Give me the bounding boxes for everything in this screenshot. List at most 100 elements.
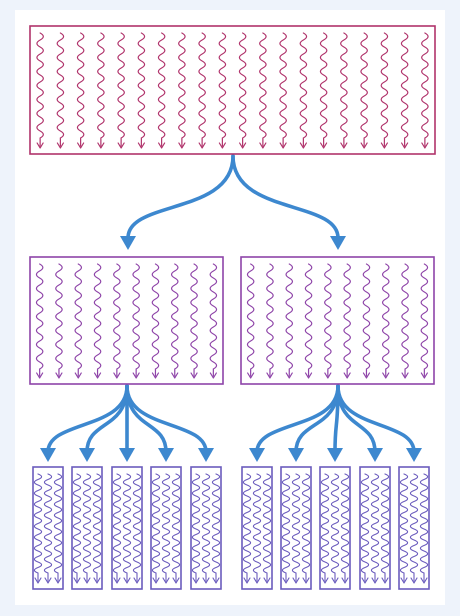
arrowhead-icon [302, 577, 310, 584]
squiggle-line [97, 32, 105, 147]
middle-block-right-frame [240, 256, 435, 385]
arrowhead-icon [266, 372, 274, 379]
squiggle-line [74, 263, 83, 377]
arrowhead-icon [55, 372, 63, 379]
arrowhead-icon [192, 577, 200, 584]
arrowhead-icon [113, 372, 121, 379]
bottom-block-right-frame [398, 466, 430, 590]
arrowhead-icon [151, 372, 160, 379]
arrowhead-icon [54, 577, 62, 584]
connector-arrowhead-icon [288, 448, 304, 462]
bottom-block-right-frame [319, 466, 351, 590]
squiggle-line [161, 473, 171, 582]
arrowhead-icon [93, 372, 102, 379]
squiggle-line [170, 263, 179, 377]
connector-arrowhead-icon [367, 448, 383, 462]
arrowhead-icon [132, 372, 140, 379]
arrowhead-icon [73, 577, 81, 584]
arrowhead-icon [178, 142, 186, 149]
bottom-block-right-frame [280, 466, 312, 590]
squiggle-line [285, 263, 294, 377]
arrowhead-icon [381, 577, 389, 584]
middle-block-left-frame [29, 256, 224, 385]
arrowhead-icon [279, 142, 287, 149]
bottom-block-right-frame [359, 466, 391, 590]
arrowhead-icon [93, 577, 101, 584]
connector-arrowhead-icon [40, 448, 56, 462]
arrowhead-icon [36, 372, 44, 379]
arrowhead-icon [218, 142, 226, 149]
arrowhead-icon [304, 372, 313, 379]
squiggle-line [360, 473, 370, 582]
squiggle-line [370, 473, 380, 582]
squiggle-line [198, 32, 206, 147]
connector-arrowhead-icon [406, 448, 422, 462]
squiggle-line [330, 473, 340, 582]
arrowhead-icon [320, 142, 328, 149]
bottom-block-left [190, 466, 222, 590]
squiggle-line [381, 263, 390, 377]
squiggle-line [246, 263, 255, 377]
squiggle-line [191, 473, 201, 582]
squiggle-line [319, 32, 328, 147]
squiggle-line [92, 473, 102, 582]
connector-arrowhead-icon [79, 448, 95, 462]
squiggle-line [401, 263, 409, 377]
squiggle-line [35, 263, 44, 377]
squiggle-line [76, 32, 85, 147]
arrowhead-icon [74, 372, 82, 379]
connector-arrowhead-icon [120, 236, 136, 250]
arrowhead-icon [113, 577, 121, 584]
squiggle-line [340, 32, 348, 147]
squiggle-line [93, 263, 102, 377]
squiggle-line [399, 473, 409, 582]
arrowhead-icon [371, 577, 379, 584]
squiggle-line [190, 263, 198, 377]
squiggle-line [117, 32, 125, 147]
connector-left-fan [125, 384, 208, 454]
squiggle-line [320, 473, 330, 582]
arrowhead-icon [401, 142, 409, 149]
squiggle-line [362, 263, 371, 377]
arrowhead-icon [420, 372, 428, 379]
arrowhead-icon [117, 142, 125, 149]
arrowhead-icon [243, 577, 251, 584]
arrowhead-icon [360, 142, 368, 149]
bottom-block-left-frame [190, 466, 222, 590]
bottom-block-left [150, 466, 182, 590]
arrowhead-icon [343, 372, 351, 379]
arrowhead-icon [162, 577, 170, 584]
squiggle-line [55, 263, 63, 377]
arrowhead-icon [172, 577, 180, 584]
squiggle-line [343, 263, 351, 377]
middle-block-left [29, 256, 224, 385]
squiggle-line [201, 473, 211, 582]
connector-arrowhead-icon [249, 448, 265, 462]
arrowhead-icon [77, 142, 85, 149]
squiggle-line [281, 473, 291, 582]
arrowhead-icon [259, 142, 267, 149]
squiggle-line [171, 473, 181, 582]
connector-layer [40, 154, 422, 462]
squiggle-line [72, 473, 82, 582]
arrowhead-icon [202, 577, 210, 584]
squiggle-line [122, 473, 132, 582]
block-layer [29, 25, 436, 590]
bottom-block-left [32, 466, 64, 590]
arrowhead-icon [400, 577, 408, 584]
arrowhead-icon [209, 372, 217, 379]
squiggle-line [421, 32, 429, 147]
bottom-block-right [319, 466, 351, 590]
arrowhead-icon [282, 577, 290, 584]
arrowhead-icon [420, 577, 428, 584]
squiggle-line [209, 263, 218, 377]
arrowhead-icon [421, 142, 429, 149]
squiggle-line [178, 32, 186, 147]
squiggle-line [132, 473, 142, 582]
arrowhead-icon [292, 577, 300, 584]
squiggle-line [299, 32, 308, 147]
arrowhead-icon [285, 372, 293, 379]
bottom-block-right [280, 466, 312, 590]
squiggle-line [56, 32, 65, 147]
